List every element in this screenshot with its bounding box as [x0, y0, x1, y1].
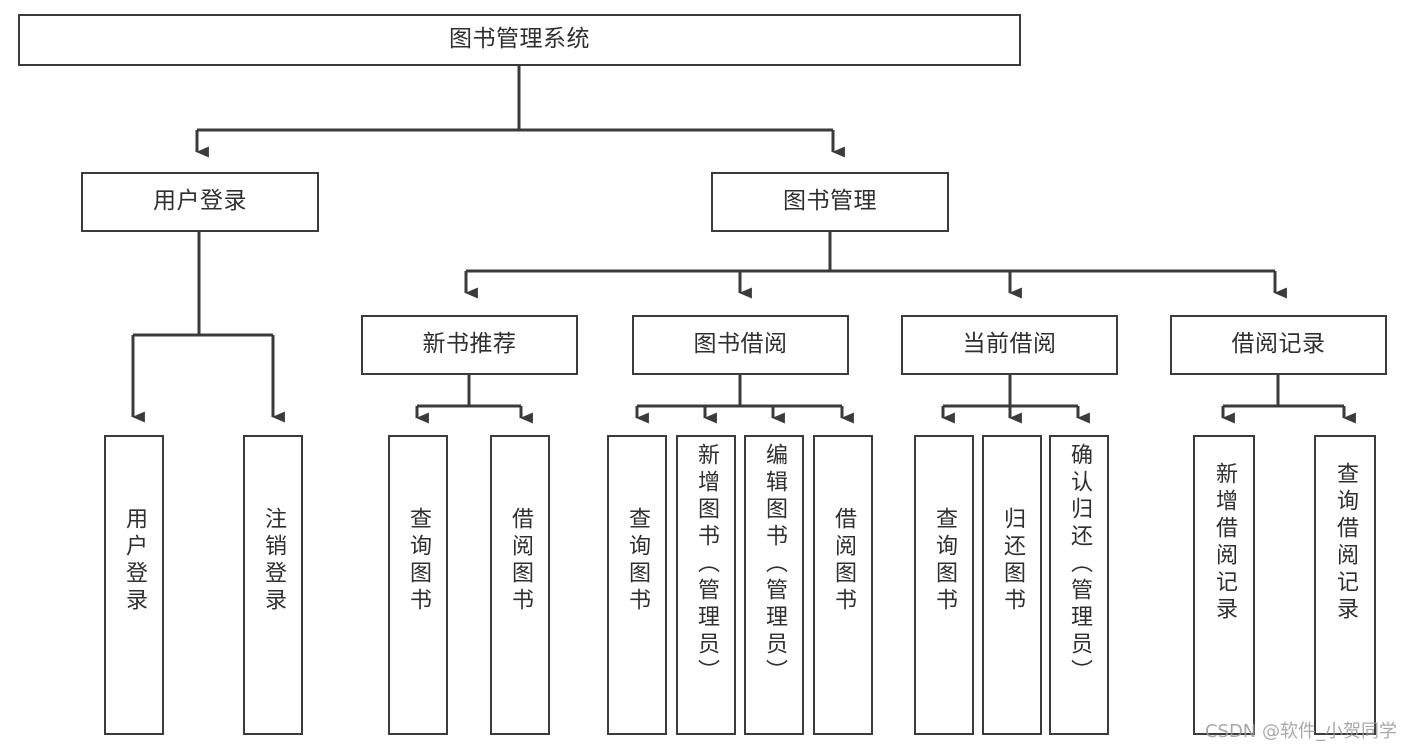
node-label: 借阅记录	[1231, 331, 1326, 358]
node-book-borrow[interactable]: 图书借阅	[632, 315, 849, 375]
leaf-add-borrow-record[interactable]: 新增借阅记录	[1193, 435, 1255, 735]
node-current-borrow[interactable]: 当前借阅	[901, 315, 1118, 375]
node-book-management[interactable]: 图书管理	[711, 172, 949, 232]
leaf-edit-book-admin[interactable]: 编辑图书（管理员）	[744, 435, 804, 735]
node-label: 图书管理	[783, 188, 877, 215]
node-label: 图书借阅	[693, 331, 788, 358]
node-label: 用户登录	[153, 188, 247, 215]
leaf-confirm-return-admin[interactable]: 确认归还（管理员）	[1049, 435, 1109, 735]
leaf-label: 编辑图书（管理员）	[761, 443, 787, 686]
node-label: 图书管理系统	[449, 26, 590, 53]
leaf-borrow-book[interactable]: 借阅图书	[813, 435, 873, 735]
node-label: 当前借阅	[962, 331, 1057, 358]
leaf-label: 确认归还（管理员）	[1066, 443, 1092, 686]
leaf-query-borrow-record[interactable]: 查询借阅记录	[1314, 435, 1376, 735]
leaf-logout[interactable]: 注销登录	[243, 435, 303, 735]
leaf-label: 用户登录	[121, 507, 147, 615]
leaf-label: 新增图书（管理员）	[693, 443, 719, 686]
node-borrow-record[interactable]: 借阅记录	[1170, 315, 1387, 375]
leaf-label: 借阅图书	[507, 507, 533, 615]
leaf-add-book-admin[interactable]: 新增图书（管理员）	[676, 435, 736, 735]
leaf-label: 查询图书	[624, 507, 650, 615]
leaf-label: 查询借阅记录	[1332, 462, 1358, 624]
leaf-query-book-current[interactable]: 查询图书	[914, 435, 974, 735]
leaf-label: 查询图书	[405, 507, 431, 615]
leaf-query-book-recommend[interactable]: 查询图书	[388, 435, 448, 735]
node-new-book-recommend[interactable]: 新书推荐	[361, 315, 578, 375]
leaf-label: 注销登录	[260, 507, 286, 615]
leaf-borrow-book-recommend[interactable]: 借阅图书	[490, 435, 550, 735]
leaf-return-book[interactable]: 归还图书	[982, 435, 1042, 735]
leaf-label: 新增借阅记录	[1211, 462, 1237, 624]
node-label: 新书推荐	[422, 331, 517, 358]
node-root-system[interactable]: 图书管理系统	[18, 14, 1021, 66]
leaf-label: 归还图书	[999, 507, 1025, 615]
watermark-text: CSDN @软件_小贺同学	[1204, 721, 1397, 742]
node-user-login[interactable]: 用户登录	[81, 172, 319, 232]
leaf-query-book[interactable]: 查询图书	[607, 435, 667, 735]
leaf-label: 借阅图书	[830, 507, 856, 615]
leaf-label: 查询图书	[931, 507, 957, 615]
leaf-user-login[interactable]: 用户登录	[104, 435, 164, 735]
